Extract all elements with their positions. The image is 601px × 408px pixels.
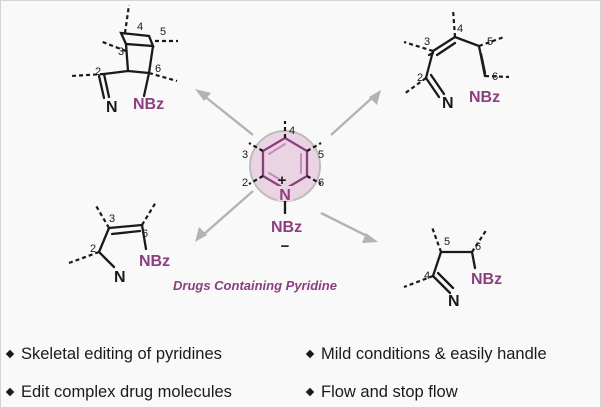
bl-label-2: 2 (90, 243, 96, 255)
diamond-bullet-icon (5, 349, 15, 359)
tr-label-3: 3 (424, 36, 430, 48)
diamond-bullet-icon (305, 349, 315, 359)
tr-label-5: 5 (487, 36, 493, 48)
scheme-caption: Drugs Containing Pyridine (173, 278, 337, 293)
center-label-6: 6 (318, 177, 324, 189)
diazepine-nbz: NBz (469, 89, 500, 106)
br-label-6: 6 (475, 241, 481, 253)
tl-label-2: 2 (95, 66, 101, 78)
pyridinium-ylide: N + NBz − 4 3 5 2 6 (242, 121, 324, 255)
tl-label-6: 6 (155, 63, 161, 75)
arrow-bottom-left (195, 190, 254, 242)
bullet-item: Mild conditions & easily handle (305, 345, 547, 364)
pyridinium-n: N (279, 187, 291, 204)
tr-label-6: 6 (492, 71, 498, 83)
pyrazole-left-nbz: NBz (139, 253, 170, 270)
arrow-bottom-right (320, 211, 378, 243)
br-label-4: 4 (424, 270, 430, 282)
tr-label-2: 2 (417, 72, 423, 84)
tl-label-4: 4 (137, 21, 143, 33)
bullet-item: Skeletal editing of pyridines (5, 345, 222, 364)
bicyclic-n: N (106, 99, 118, 116)
pyrazole-right: N NBz 5 6 4 (403, 226, 502, 310)
br-label-5: 5 (444, 236, 450, 248)
bl-label-6: 6 (142, 228, 148, 240)
arrow-top-right (330, 90, 381, 136)
bullet-item: Edit complex drug molecules (5, 383, 232, 402)
positive-charge: + (278, 172, 287, 189)
diazepine: N NBz 3 4 5 2 6 (403, 8, 510, 112)
nbz-center: NBz (271, 219, 302, 236)
pyrazole-left-n: N (114, 269, 126, 286)
diamond-bullet-icon (305, 387, 315, 397)
tr-label-4: 4 (457, 23, 463, 35)
center-label-5: 5 (318, 149, 324, 161)
diazepine-n: N (442, 95, 454, 112)
pyrazole-right-nbz: NBz (471, 271, 502, 288)
pyrazole-right-n: N (448, 293, 460, 310)
tl-label-3: 3 (118, 46, 124, 58)
negative-charge: − (281, 238, 290, 255)
tl-label-5: 5 (160, 26, 166, 38)
center-label-3: 3 (242, 149, 248, 161)
center-label-4: 4 (289, 125, 295, 137)
bicyclic-nbz: NBz (133, 96, 164, 113)
center-label-2: 2 (242, 177, 248, 189)
bl-label-3: 3 (109, 213, 115, 225)
diamond-bullet-icon (5, 387, 15, 397)
arrow-top-left (195, 89, 254, 136)
reaction-scheme: N + NBz − 4 3 5 2 6 N NBz 4 5 3 2 6 (68, 4, 510, 310)
bicyclic-diazepine: N NBz 4 5 3 2 6 (70, 4, 178, 116)
bullet-item: Flow and stop flow (305, 383, 458, 402)
pyrazole-left: N NBz 3 6 2 (68, 201, 170, 286)
